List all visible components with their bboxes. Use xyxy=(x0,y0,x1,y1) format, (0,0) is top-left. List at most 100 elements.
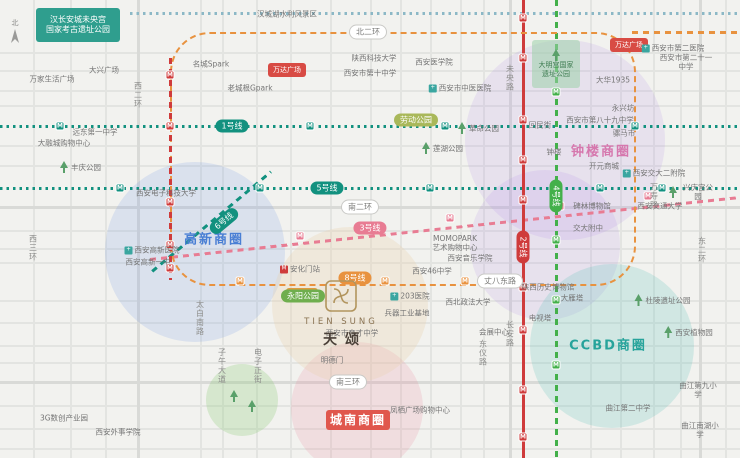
tien-sung-emblem-icon xyxy=(325,280,357,312)
metro-station-icon: M xyxy=(595,183,605,193)
poi-label: 名城Spark xyxy=(193,60,230,69)
poi-label-text: 丰庆公园 xyxy=(71,162,101,172)
heritage-park-box: 汉长安城未央宫 国家考古遗址公园 xyxy=(36,8,120,42)
business-circle-label: CCBD商圈 xyxy=(569,338,647,354)
metro-station-icon: M xyxy=(518,13,528,23)
poi-label: 西安市第八十九中学 xyxy=(566,116,634,125)
poi-label: 电视塔 xyxy=(529,314,552,323)
poi-label: 曲江第九小学 xyxy=(677,381,719,399)
poi-label: 会展中心 xyxy=(479,328,509,337)
poi-label-text: 大融城购物中心 xyxy=(37,138,91,148)
poi-label-text: 陕西历史博物馆 xyxy=(521,282,575,292)
tree-icon xyxy=(229,390,239,402)
business-circle-label: 高新商圈 xyxy=(183,232,245,248)
metro-station-icon: M xyxy=(165,263,175,273)
poi-label-text: 万家生活广场 xyxy=(29,74,75,84)
poi-label-text: 西安交通大学 xyxy=(637,201,683,211)
poi-label-text: 陕西科技大学 xyxy=(351,53,397,63)
metro-station-icon: M xyxy=(235,276,245,286)
road-vertical xyxy=(330,0,332,458)
main-road-vertical xyxy=(509,0,512,458)
poi-label-text: 兵器工业基地 xyxy=(384,308,430,318)
poi-label-text: 西安高新一中 xyxy=(125,257,171,267)
project-name-en: TIEN SUNG xyxy=(304,317,378,327)
poi-label-text: 西安市第八十九中学 xyxy=(566,115,634,125)
poi-label-text: 电视塔 xyxy=(528,313,552,323)
poi-label-text: 交大附中 xyxy=(573,223,603,233)
project-name-cn: 天颂 xyxy=(323,332,367,348)
road-vertical xyxy=(70,0,72,458)
poi-label-text: 西安交大二附院 xyxy=(632,168,686,178)
tree-icon xyxy=(457,122,467,134)
metro-line-pill-line5: 5号线 xyxy=(310,181,344,195)
metro-station-icon: M xyxy=(551,295,561,305)
tree-icon xyxy=(59,161,69,173)
road-name-label: 万寿路 xyxy=(649,182,659,210)
poi-label-text: 西安医学院 xyxy=(415,57,453,67)
road-name-label: 电子正街 xyxy=(253,348,263,384)
poi-label: 永兴坊 xyxy=(612,104,635,113)
tree-icon xyxy=(247,400,257,412)
chengnan-biz-box: 城南商圈 xyxy=(326,410,390,430)
poi-label-text: 老城根Gpark xyxy=(227,83,273,93)
project-glow-circle xyxy=(272,227,428,383)
metro-station-icon: M xyxy=(165,70,175,80)
project-logo: TIEN SUNG 天颂 xyxy=(303,278,379,349)
poi-label-text: 西安市中医医院 xyxy=(438,83,492,93)
poi-label-text: 曲江第九小学 xyxy=(679,381,717,399)
poi-label: 开元商城 xyxy=(589,162,619,171)
poi-label: 大融城购物中心 xyxy=(38,139,91,148)
hospital-icon: + xyxy=(622,169,631,177)
poi-label-text: 骡马市 xyxy=(612,128,636,138)
poi-label: +西安市第二医院 xyxy=(641,44,704,53)
poi-label-text: 名城Spark xyxy=(192,59,230,69)
metro-station-icon: M xyxy=(518,155,528,165)
metro-station-icon: M xyxy=(255,183,265,193)
road-name-label: 未央路 xyxy=(505,64,515,92)
poi-label-text: 西安市育才中学 xyxy=(325,328,379,338)
metro-station-icon: M xyxy=(643,191,653,201)
road-name-label: 长安路 xyxy=(505,320,515,348)
poi-label: 回民街 xyxy=(529,121,552,130)
poi-label: 西安外事学院 xyxy=(96,428,141,437)
wanda-plaza-north-box: 万达广场 xyxy=(610,38,648,52)
poi-label: 西安市第十中学 xyxy=(344,69,397,78)
poi-label: 交大附中 xyxy=(573,224,603,233)
metro-station-icon: M xyxy=(445,213,455,223)
road-name-label: 西二环 xyxy=(133,81,143,109)
poi-label: 陕西历史博物馆 xyxy=(522,283,575,292)
poi-label-text: 回民街 xyxy=(528,120,552,130)
hospital-icon: + xyxy=(641,44,650,52)
metro-station-icon: M xyxy=(518,115,528,125)
daminggong-box: 大明宫国家 遗址公园 xyxy=(532,40,580,88)
business-circle-label: 钟楼商圈 xyxy=(570,144,632,160)
hospital-icon: + xyxy=(390,292,399,300)
poi-label: 远东第一中学 xyxy=(73,128,118,137)
road-vertical xyxy=(680,0,682,458)
poi-label-text: 203医院 xyxy=(400,291,430,301)
metro-station-icon: M xyxy=(518,432,528,442)
metro-line-line2 xyxy=(522,0,525,458)
wanda-plaza-west-box: 万达广场 xyxy=(268,63,306,77)
poi-label: 老城根Gpark xyxy=(227,84,272,93)
metro-station-icon: M xyxy=(440,121,450,131)
road-pill: 南二环 xyxy=(341,199,379,215)
metro-line-line1 xyxy=(0,125,740,128)
road-pill: 丈八东路 xyxy=(477,273,523,289)
road-pill: 南三环 xyxy=(329,374,367,390)
poi-label: 西安医学院 xyxy=(415,58,453,67)
metro-station-icon: M xyxy=(165,240,175,250)
poi-label-text: 安化门站 xyxy=(290,264,320,274)
poi-label-text: 碑林博物馆 xyxy=(573,201,611,211)
compass-north-label: 北 xyxy=(11,19,19,27)
road-name-label: 子午大道 xyxy=(217,348,227,384)
poi-label: 西安交通大学 xyxy=(638,202,683,211)
poi-label: 莲湖公园 xyxy=(421,142,463,154)
poi-label: 杜陵遗址公园 xyxy=(634,294,691,306)
metro-line-pill-line2: 2号线 xyxy=(516,230,530,264)
road-vertical xyxy=(725,0,727,458)
poi-label-text: 明德门 xyxy=(320,355,344,365)
poi-label: 西安高新一中 xyxy=(126,258,171,267)
poi-label: MOMOPARK 艺术购物中心 xyxy=(433,234,478,252)
